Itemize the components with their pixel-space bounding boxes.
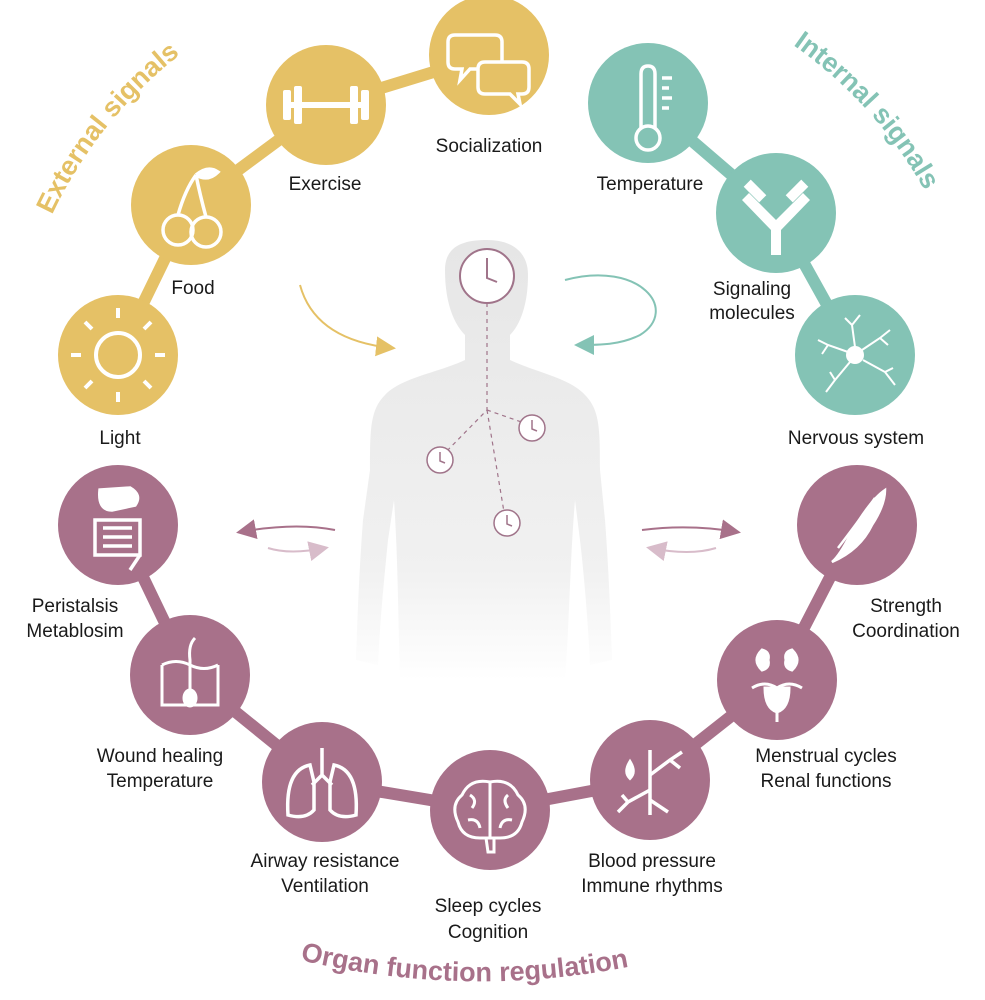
temperature-label: Temperature <box>597 174 704 195</box>
human-silhouette <box>356 240 612 680</box>
signaling-label-line1: Signaling <box>713 279 791 300</box>
speech-bubbles-icon <box>446 33 531 110</box>
sun-icon <box>71 308 165 402</box>
food-node <box>131 145 251 265</box>
nervous-system-label: Nervous system <box>788 428 924 449</box>
antibody-icon <box>742 179 810 255</box>
reproductive-renal-node <box>717 620 837 740</box>
internal-clock-network <box>439 303 531 519</box>
socialization-label: Socialization <box>436 136 543 157</box>
vessel-label-line1: Blood pressure <box>588 851 716 872</box>
external-input-arrow <box>299 284 396 357</box>
food-label: Food <box>171 278 214 299</box>
light-node <box>58 295 178 415</box>
dumbbell-icon <box>283 86 369 124</box>
kidney-uterus-icon <box>751 648 803 722</box>
repro-label-line1: Menstrual cycles <box>755 746 897 767</box>
exercise-node <box>266 45 386 165</box>
digestive-node <box>58 465 178 585</box>
brain-node <box>430 750 550 870</box>
temperature-node <box>588 43 708 163</box>
cherries-icon <box>161 167 223 249</box>
right-exchange-arrows <box>641 519 741 561</box>
lungs-label-line1: Airway resistance <box>251 851 400 872</box>
muscle-icon <box>831 487 887 564</box>
thermometer-icon <box>634 64 672 152</box>
brain-label-line2: Cognition <box>448 922 528 943</box>
signaling-label-line2: molecules <box>709 303 795 324</box>
gut-label-line2: Metablosim <box>26 621 123 642</box>
lungs-icon <box>285 748 359 819</box>
internal-input-arrow <box>564 274 657 355</box>
lungs-node <box>262 722 382 842</box>
digestive-system-icon <box>93 486 142 571</box>
muscle-node <box>797 465 917 585</box>
blood-vessel-icon <box>616 750 683 815</box>
skin-node <box>130 615 250 735</box>
skin-label-line1: Wound healing <box>97 746 223 767</box>
vessel-label-line2: Immune rhythms <box>581 876 722 897</box>
brain-icon <box>453 779 527 854</box>
blood-vessel-node <box>590 720 710 840</box>
skin-hair-icon <box>160 636 220 708</box>
lungs-label-line2: Ventilation <box>281 876 369 897</box>
signaling-molecules-node <box>716 153 836 273</box>
nervous-system-node <box>795 295 915 415</box>
skin-label-line2: Temperature <box>107 771 214 792</box>
neuron-icon <box>817 314 896 393</box>
repro-label-line2: Renal functions <box>761 771 892 792</box>
light-label: Light <box>99 428 141 449</box>
socialization-node <box>429 0 549 115</box>
muscle-label-line1: Strength <box>870 596 942 617</box>
gut-label-line1: Peristalsis <box>32 596 119 617</box>
exercise-label: Exercise <box>289 174 362 195</box>
clock-icon <box>459 248 515 304</box>
brain-label-line1: Sleep cycles <box>435 896 542 917</box>
external-connector <box>112 49 491 358</box>
clock-icon <box>426 414 546 537</box>
left-exchange-arrows <box>236 519 336 561</box>
muscle-label-line2: Coordination <box>852 621 960 642</box>
organ-regulation-title: Organ function regulation <box>299 937 631 988</box>
